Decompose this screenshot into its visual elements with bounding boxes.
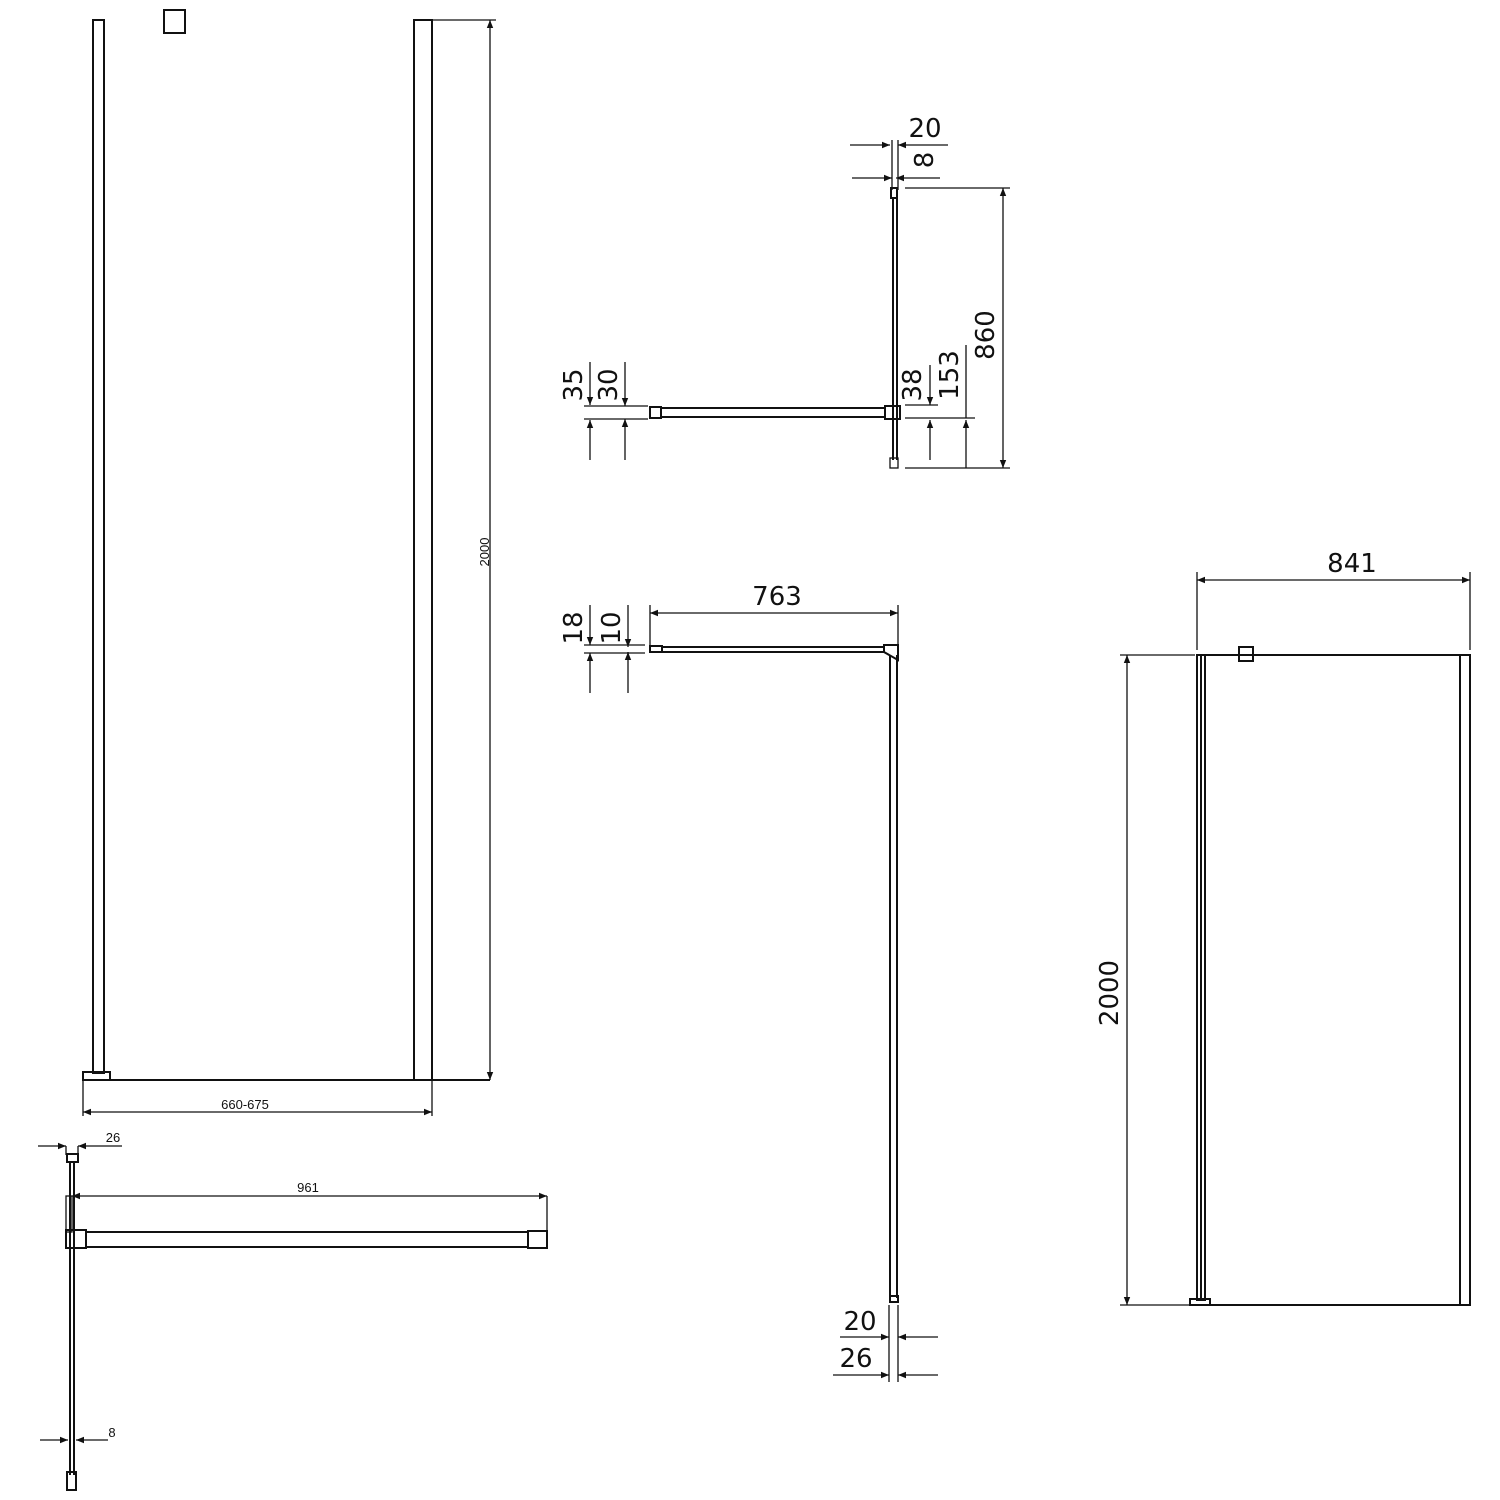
wall-bracket xyxy=(65,1229,87,1249)
svg-text:860: 860 xyxy=(971,310,1001,360)
side-view-middle: 763 18 10 20 26 xyxy=(559,582,938,1382)
base-foot xyxy=(1189,1298,1211,1306)
bar-end xyxy=(527,1230,548,1249)
svg-text:38: 38 xyxy=(898,368,928,401)
svg-text:30: 30 xyxy=(594,368,624,401)
right-post xyxy=(413,19,433,1081)
svg-text:8: 8 xyxy=(108,1425,115,1440)
front-view-left: 2000 660-675 xyxy=(82,9,496,1116)
top-bracket xyxy=(163,9,186,34)
glass-edge xyxy=(1459,654,1471,1306)
svg-text:26: 26 xyxy=(106,1130,120,1145)
svg-text:841: 841 xyxy=(1327,549,1377,579)
svg-text:35: 35 xyxy=(559,368,589,401)
svg-text:18: 18 xyxy=(559,611,589,644)
front-view-right: 841 2000 xyxy=(1095,549,1471,1306)
svg-text:8: 8 xyxy=(910,152,940,169)
width-label: 660-675 xyxy=(221,1097,269,1112)
left-post xyxy=(92,19,105,1074)
svg-text:26: 26 xyxy=(839,1344,872,1374)
top-bracket xyxy=(1238,646,1254,662)
svg-text:153: 153 xyxy=(935,350,965,400)
plan-view-top: 20 8 860 153 38 35 30 xyxy=(559,114,1010,469)
plan-view-left: 26 961 8 xyxy=(38,1130,548,1491)
svg-text:2000: 2000 xyxy=(1095,960,1125,1026)
height-label: 2000 xyxy=(477,538,492,567)
svg-text:20: 20 xyxy=(843,1307,876,1337)
svg-text:10: 10 xyxy=(597,611,627,644)
svg-text:763: 763 xyxy=(752,582,802,612)
svg-text:20: 20 xyxy=(908,114,941,144)
svg-text:961: 961 xyxy=(297,1180,319,1195)
